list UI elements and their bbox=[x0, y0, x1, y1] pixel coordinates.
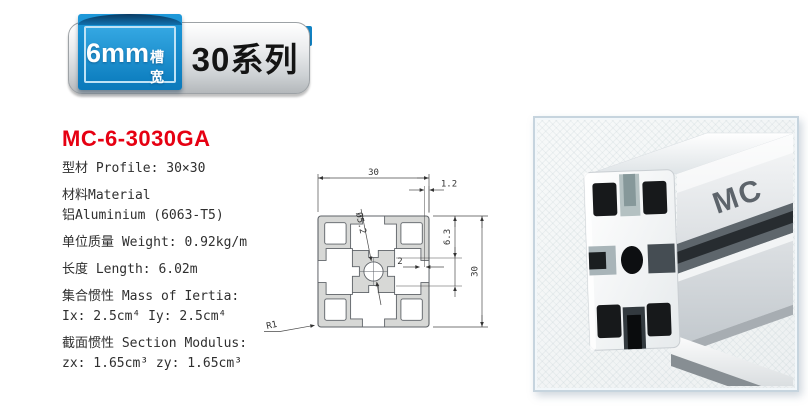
product-photo: MC bbox=[533, 116, 799, 392]
face-hole-br bbox=[646, 302, 672, 337]
corner-hollow-tl bbox=[324, 222, 347, 245]
dim-width-label: 30 bbox=[368, 168, 379, 178]
dim-wall-label: 2 bbox=[397, 257, 402, 267]
model-number: MC-6-3030GA bbox=[62, 126, 211, 151]
corner-hollow-br bbox=[400, 298, 423, 321]
spec-modulus-values: zx: 1.65cm³ zy: 1.65cm³ bbox=[62, 356, 243, 371]
rail-lower-segment bbox=[671, 334, 793, 386]
center-crosshair bbox=[359, 257, 388, 286]
slot-top bbox=[350, 215, 397, 258]
face-slot-right bbox=[647, 243, 676, 274]
slot-width-ribbon: 6mm 槽宽 bbox=[78, 14, 182, 90]
dimension-lines bbox=[264, 174, 488, 332]
spec-modulus-title: 截面惯性 Section Modulus: bbox=[62, 336, 248, 351]
dim-height-label: 30 bbox=[471, 266, 481, 277]
series-label: 30系列 bbox=[191, 41, 299, 78]
dim-hole-label: Ø5.2 bbox=[353, 211, 368, 235]
spec-material-alloy: 铝Aluminium (6063-T5) bbox=[62, 208, 224, 223]
rail-end-face bbox=[583, 169, 681, 351]
spec-inertia-title: 集合惯性 Mass of Iertia: bbox=[62, 289, 240, 304]
dim-radius-label: R1 bbox=[266, 320, 279, 332]
ribbon-curl bbox=[78, 14, 182, 25]
spec-profile: 型材 Profile: 30×30 bbox=[62, 161, 206, 176]
spec-inertia-values: Ix: 2.5cm⁴ Iy: 2.5cm⁴ bbox=[62, 309, 227, 324]
corner-hollow-bl bbox=[324, 298, 347, 321]
spec-list: 型材 Profile: 30×30 材料Material 铝Aluminium … bbox=[62, 156, 297, 371]
slot-width-label: 槽宽 bbox=[150, 49, 165, 85]
spec-length: 长度 Length: 6.02m bbox=[62, 262, 198, 277]
rail-side-face bbox=[677, 133, 793, 356]
face-hole-tl bbox=[592, 182, 618, 217]
dim-depth-label: 6.3 bbox=[443, 229, 453, 245]
slot-left bbox=[317, 248, 360, 295]
spec-weight: 单位质量 Weight: 0.92kg/m bbox=[62, 235, 248, 250]
corner-hollow-tr bbox=[400, 222, 423, 245]
series-badge: 6mm 槽宽 30系列 bbox=[68, 14, 312, 96]
dim-lip-label: 1.2 bbox=[441, 180, 457, 190]
cross-section-drawing: 30 30 1.2 6.3 2 R1 Ø5.2 bbox=[264, 168, 488, 332]
face-hole-bl bbox=[596, 304, 622, 339]
ribbon-panel: 6mm 槽宽 bbox=[84, 26, 176, 85]
face-hole-tr bbox=[642, 180, 668, 215]
face-center-hole bbox=[620, 246, 644, 274]
slot-right bbox=[387, 248, 430, 295]
profile-render: MC bbox=[583, 132, 793, 386]
spec-material: 材料Material bbox=[62, 188, 151, 203]
slot-size-label: 6mm bbox=[86, 38, 150, 68]
